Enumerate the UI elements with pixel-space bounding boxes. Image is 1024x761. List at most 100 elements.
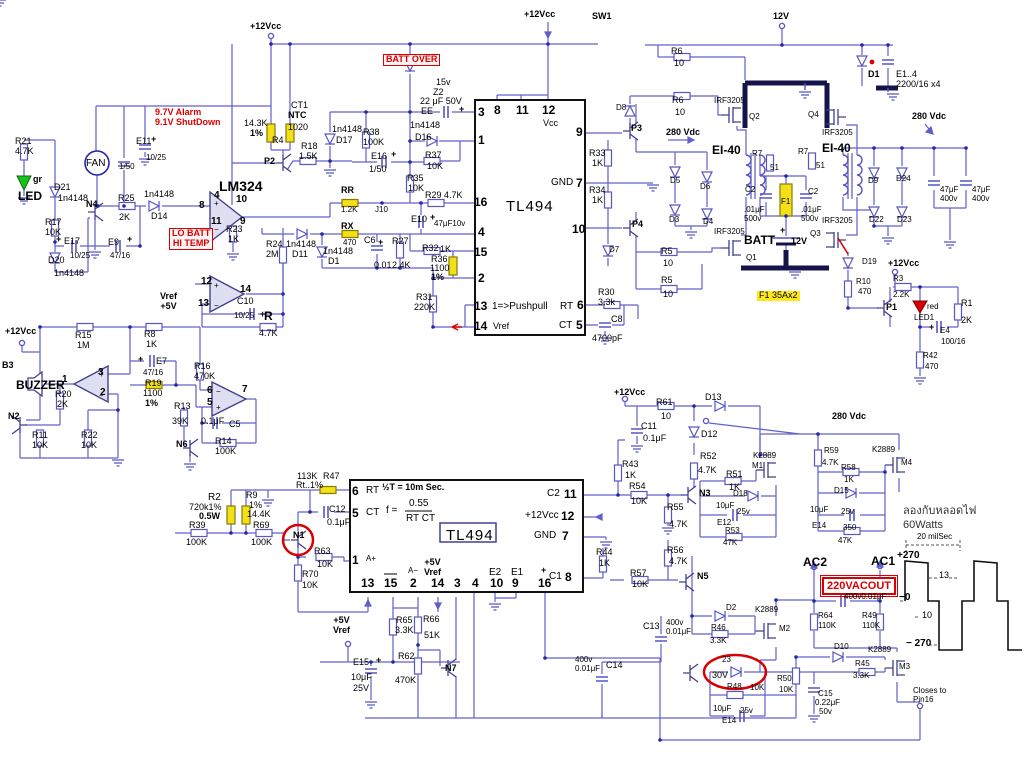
component-label: R6 — [672, 95, 684, 105]
component-label: 220K — [414, 302, 436, 312]
component-label: 0.01 — [374, 260, 392, 270]
component-label: 4 — [472, 576, 479, 590]
component-label: D17 — [336, 135, 353, 145]
component-label: 10μF — [810, 505, 829, 514]
component-label: .01μF 500v — [744, 205, 765, 223]
component-label: 4 — [214, 190, 220, 201]
component-label: D10 — [834, 642, 849, 651]
component-label: 10K — [632, 579, 649, 589]
component-label: LO BATT HI TEMP — [169, 228, 214, 250]
component-label: 100K — [363, 137, 385, 147]
component-label: 10/25 — [146, 153, 167, 162]
component-label: D2 — [726, 603, 737, 612]
component-label: C6 — [364, 235, 376, 245]
component-label: E14 — [722, 716, 737, 725]
component-label: 2.2K — [893, 290, 910, 299]
component-label: D16 — [415, 132, 432, 142]
component-label: B3 — [2, 360, 14, 370]
component-label: 0.1μF — [643, 433, 667, 443]
component-label: 10 — [572, 222, 586, 236]
component-label: Q4 — [808, 110, 819, 119]
component-label: D9 — [868, 176, 879, 185]
component-label: 10μF — [351, 672, 372, 682]
component-label: + — [780, 225, 786, 235]
component-label: R55 — [667, 502, 684, 512]
component-label: AC1 — [871, 554, 896, 568]
component-label: D20 — [48, 255, 65, 265]
output-waveform — [900, 540, 1022, 651]
component-label: Z2 — [433, 87, 444, 97]
component-label: 2 — [410, 576, 417, 590]
component-label: R70 — [302, 569, 319, 579]
component-label: R4 — [272, 135, 284, 145]
component-label: R15 — [75, 330, 92, 340]
component-label: R49 — [862, 611, 877, 620]
component-label: 280 Vdc — [666, 127, 701, 137]
component-label: + — [376, 655, 382, 665]
component-label: R39 — [189, 520, 206, 530]
component-label: + — [391, 149, 397, 159]
component-label: 1100 — [143, 388, 163, 398]
component-label: 13 — [198, 298, 210, 309]
component-label: 100K — [251, 537, 273, 547]
component-label: R5 — [661, 275, 673, 285]
component-label: .01μF 500v — [801, 205, 822, 223]
component-label: 1K — [228, 234, 240, 244]
component-label: 10K — [81, 440, 98, 450]
component-label: 16 — [538, 576, 552, 590]
component-label: RT — [366, 485, 380, 496]
component-label: BATT OVER — [383, 54, 441, 66]
component-label: P4 — [632, 219, 644, 229]
component-label: N4 — [86, 199, 98, 209]
component-label: 220VACOUT — [820, 575, 898, 597]
transformer-ei40-2 — [842, 153, 863, 199]
component-label: f = — [386, 505, 398, 516]
component-label: 12 — [561, 509, 575, 523]
component-label: R47 — [323, 471, 340, 481]
component-label: R20 — [55, 389, 72, 399]
component-label: R36 — [431, 254, 448, 264]
component-label: 1% — [249, 500, 263, 510]
component-label: F1 — [781, 197, 791, 206]
component-label: 4.7K — [698, 465, 717, 475]
component-label: C15 — [818, 689, 833, 698]
component-label: E15 — [353, 657, 370, 667]
component-label: 280 Vdc — [832, 411, 867, 421]
component-label: D7 — [609, 245, 620, 254]
component-label: 4.7K — [822, 458, 839, 467]
component-label: 14 — [240, 284, 252, 295]
component-label: 0.1μF — [327, 517, 351, 527]
component-label: 1K — [625, 470, 637, 480]
component-label: R18 — [301, 141, 318, 151]
component-label: R33 — [589, 148, 606, 158]
component-label: 113K — [297, 471, 318, 481]
component-label: R22 — [81, 430, 98, 440]
component-label: E17 — [64, 236, 81, 246]
component-label: 16 — [474, 195, 488, 209]
component-label: C8 — [611, 314, 623, 324]
component-label: TL494 — [446, 527, 494, 544]
component-label: 2 — [100, 387, 106, 398]
component-label: 30V — [712, 670, 729, 680]
component-label: C2 — [808, 187, 819, 196]
component-label: E2 — [489, 567, 502, 578]
svg-text:+: + — [216, 403, 221, 412]
component-label: 50v — [819, 707, 832, 716]
component-label: 9.7V Alarm 9.1V ShutDown — [155, 107, 221, 127]
component-label: 10K — [408, 183, 425, 193]
svg-text:−: − — [214, 301, 219, 310]
component-label: R5 — [661, 246, 673, 256]
component-label: 8 — [565, 570, 572, 584]
component-label: R32 — [422, 243, 439, 253]
component-label: R44 — [596, 547, 613, 557]
component-label: 1n4148 — [332, 124, 363, 134]
component-label: C2 — [745, 185, 756, 194]
component-label: ½T = 10m Sec. — [382, 482, 445, 492]
component-label: Vref — [493, 321, 510, 331]
component-label: +12Vcc — [250, 21, 282, 31]
component-label: D14 — [151, 211, 168, 221]
component-label: 2K — [57, 399, 69, 409]
component-label: 2.4K — [392, 260, 411, 270]
component-label: + — [541, 565, 547, 575]
